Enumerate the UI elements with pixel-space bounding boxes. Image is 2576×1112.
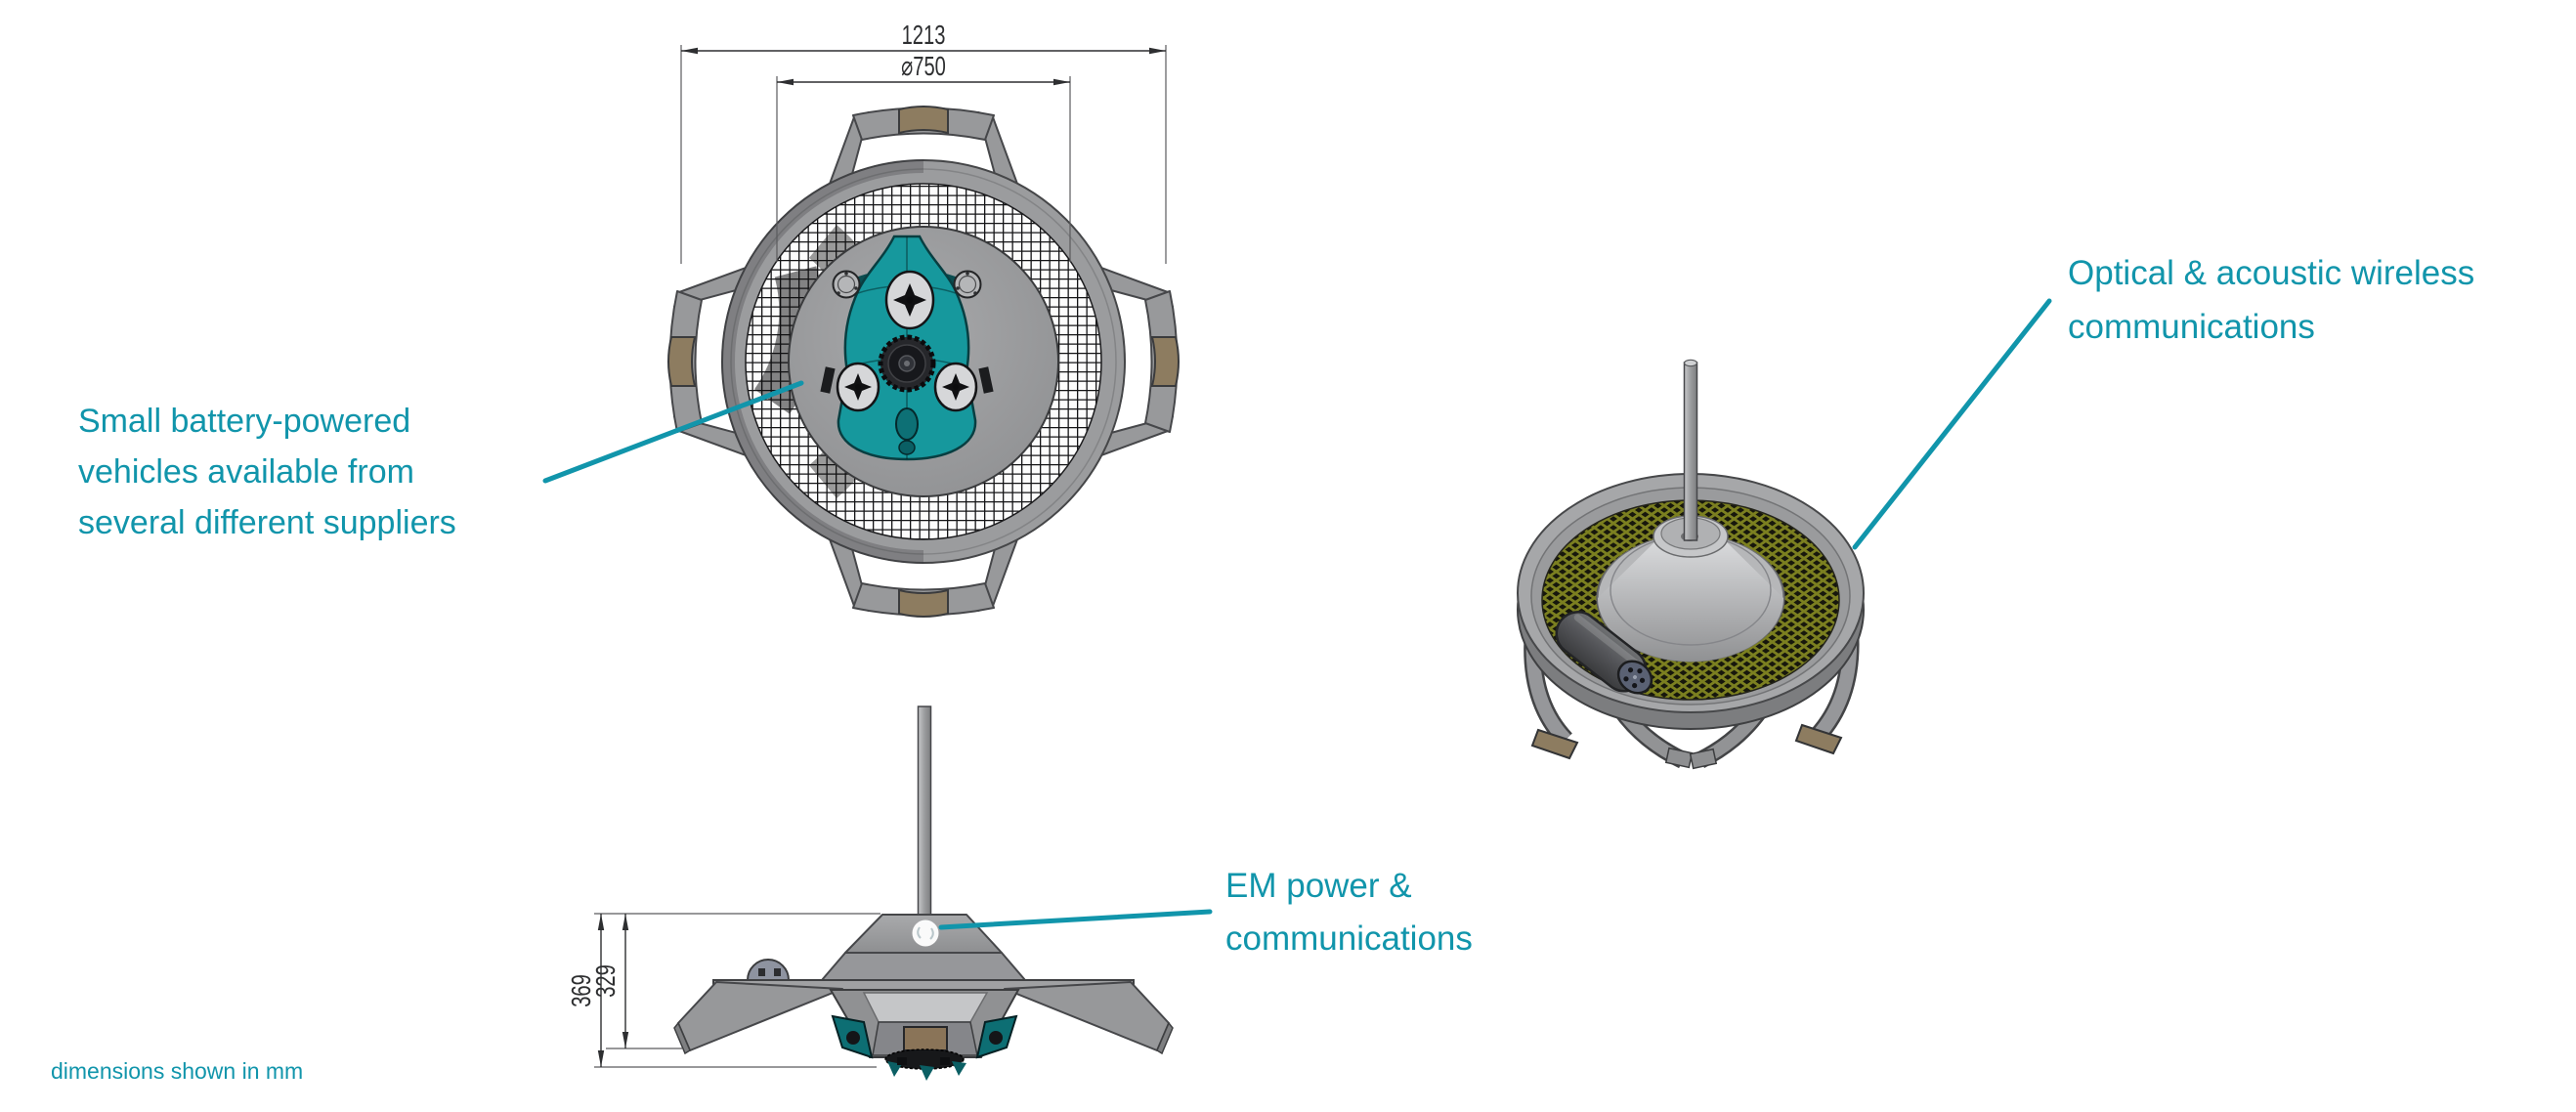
dim-overall-width-label: 1213 xyxy=(902,21,946,51)
side-mast xyxy=(917,706,932,917)
center-hub xyxy=(878,334,936,393)
annotation-vehicles-line2: vehicles available from xyxy=(78,453,414,491)
side-vehicle-underside xyxy=(884,1048,966,1081)
side-dock-housing xyxy=(829,989,1020,1059)
annotation-em-line1: EM power & xyxy=(1225,867,1412,905)
annotation-vehicles: Small battery-powered vehicles available… xyxy=(78,396,456,548)
isometric-view xyxy=(1517,298,2052,770)
dim-overall-height-label: 369 xyxy=(567,974,597,1007)
dimension-inner-height: 329 xyxy=(591,914,629,1048)
thruster-left xyxy=(836,362,880,412)
side-wing-left xyxy=(673,981,843,1055)
leader-vehicles xyxy=(542,380,804,484)
dimension-platform-diameter: ⌀750 xyxy=(776,52,1071,262)
side-vehicle-box xyxy=(903,1026,948,1051)
iso-antenna xyxy=(1683,359,1698,541)
side-flange-right xyxy=(953,270,982,299)
side-wing-right xyxy=(1004,981,1174,1055)
thruster-right xyxy=(933,362,978,412)
side-skirt xyxy=(821,952,1026,981)
top-view: 1213 ⌀750 xyxy=(542,21,1180,618)
leader-em xyxy=(938,909,1213,930)
annotation-vehicles-line1: Small battery-powered xyxy=(78,403,411,440)
wisub-logo xyxy=(912,920,939,947)
annotation-em: EM power & communications xyxy=(1225,860,1473,965)
annotation-optical-line2: communications xyxy=(2068,308,2315,346)
annotation-vehicles-line3: several different suppliers xyxy=(78,504,456,541)
footnote-units: dimensions shown in mm xyxy=(51,1058,304,1084)
side-view: 369 329 xyxy=(567,706,1213,1081)
side-dome xyxy=(746,959,791,981)
side-flange-left xyxy=(832,270,861,299)
dimension-overall-width: 1213 xyxy=(680,21,1167,264)
annotation-optical-line1: Optical & acoustic wireless xyxy=(2068,254,2475,292)
annotation-em-line2: communications xyxy=(1225,920,1473,958)
leader-optical xyxy=(1852,298,2052,550)
dimension-overall-height: 369 xyxy=(567,914,605,1067)
docked-vehicle xyxy=(820,235,994,461)
dim-inner-height-label: 329 xyxy=(591,964,622,998)
iso-battery-cylinder xyxy=(1555,611,1653,695)
thruster-top xyxy=(884,270,935,330)
iso-connector-face xyxy=(1616,660,1653,695)
dim-platform-diameter-label: ⌀750 xyxy=(901,52,946,82)
annotation-optical: Optical & acoustic wireless communicatio… xyxy=(2068,246,2474,354)
